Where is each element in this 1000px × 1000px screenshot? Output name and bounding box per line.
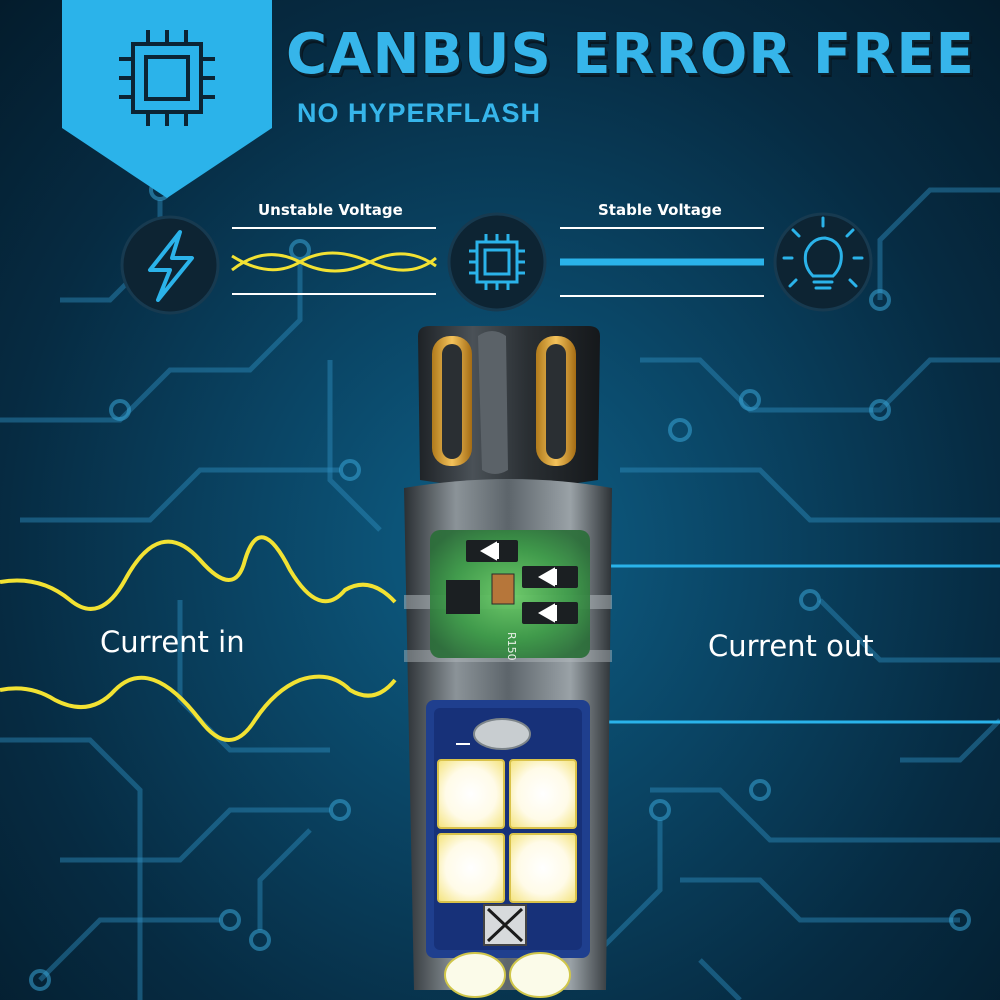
led-chip <box>509 833 577 903</box>
unstable-wave-2 <box>231 252 437 273</box>
current-out-label: Current out <box>708 629 874 663</box>
page-title: CANBUS ERROR FREE <box>286 22 975 87</box>
unstable-wave <box>231 251 437 272</box>
current-out-lines <box>600 564 1000 724</box>
led-chip <box>437 833 505 903</box>
page-subtitle: NO HYPERFLASH <box>297 98 542 128</box>
unstable-voltage-label: Unstable Voltage <box>258 201 403 219</box>
pcb-marking: R150 <box>505 632 518 661</box>
ribbon-banner <box>62 0 272 198</box>
current-in-label: Current in <box>100 625 245 659</box>
lightning-icon <box>120 215 220 315</box>
current-in-waves <box>0 535 397 742</box>
led-lens <box>509 952 571 998</box>
led-chip <box>509 759 577 829</box>
stable-voltage-label: Stable Voltage <box>598 201 722 219</box>
diode-component <box>522 602 578 624</box>
diode-component <box>522 566 578 588</box>
lightbulb-icon <box>773 212 873 312</box>
chip-icon-small <box>447 212 547 312</box>
chip-icon <box>119 30 215 126</box>
led-bulb: R150 <box>404 326 612 998</box>
diode-component <box>466 540 518 562</box>
voltage-diagram <box>120 212 873 315</box>
led-chip <box>437 759 505 829</box>
led-lens <box>444 952 506 998</box>
